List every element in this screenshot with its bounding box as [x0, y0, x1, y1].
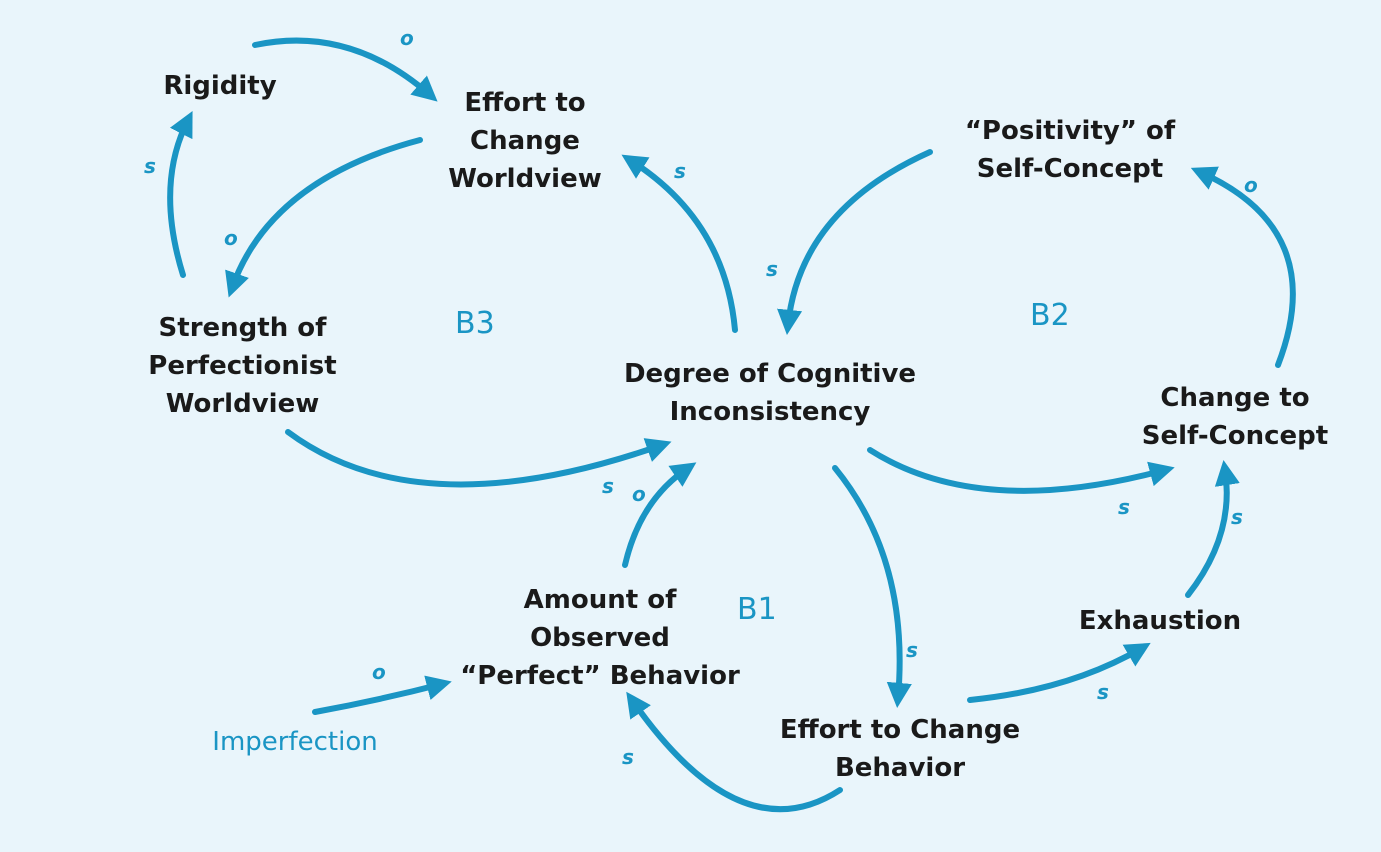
polarity-amount-to-cognitive: o — [632, 482, 646, 506]
arrow-change-to-positivity — [1190, 166, 1296, 368]
node-effort-to-change-worldview: Effort to Change Worldview — [448, 88, 602, 194]
node-rigidity: Rigidity — [163, 71, 277, 101]
polarity-cognitive-to-effort: s — [674, 159, 686, 183]
polarity-positivity-to-cognitive: s — [766, 257, 778, 281]
polarity-strength-to-cognitive: s — [602, 474, 614, 498]
polarity-effort-to-strength: o — [224, 226, 238, 250]
polarity-cognitive-to-effort-behavior: s — [906, 638, 918, 662]
node-strength-of-perfectionist-worldview: Strength of Perfectionist Worldview — [148, 313, 337, 419]
arrow-rigidity-to-effort-worldview — [252, 37, 438, 102]
polarity-strength-to-rigidity: s — [144, 154, 156, 178]
polarity-change-to-positivity: o — [1244, 173, 1258, 197]
loop-label-b1: B1 — [737, 592, 777, 627]
node-amount-of-observed-perfect-behavior: Amount of Observed “Perfect” Behavior — [460, 585, 740, 691]
arrow-positivity-to-cognitive — [777, 149, 933, 336]
node-positivity-of-self-concept: “Positivity” of Self-Concept — [964, 116, 1176, 184]
polarity-imperfection-to-amount: o — [372, 660, 386, 684]
polarity-exhaustion-to-change: s — [1231, 505, 1243, 529]
polarity-effort-behavior-to-amount: s — [622, 745, 634, 769]
arrow-strength-to-rigidity — [167, 111, 193, 278]
arrow-effort-worldview-to-strength — [225, 137, 423, 298]
node-degree-of-cognitive-inconsistency: Degree of Cognitive Inconsistency — [623, 359, 917, 427]
arrow-cognitive-to-change-self-concept — [867, 447, 1175, 494]
node-change-to-self-concept: Change to Self-Concept — [1141, 383, 1329, 451]
loop-label-b2: B2 — [1030, 298, 1070, 333]
polarity-rigidity-to-effort: o — [400, 26, 414, 50]
polarity-cognitive-to-change: s — [1118, 495, 1130, 519]
node-effort-to-change-behavior: Effort to Change Behavior — [779, 715, 1021, 783]
arrow-amount-to-cognitive — [622, 462, 697, 568]
arrow-effort-behavior-to-exhaustion — [967, 642, 1151, 703]
node-exhaustion: Exhaustion — [1078, 606, 1242, 636]
arrow-cognitive-to-effort-worldview — [621, 154, 738, 333]
arrow-strength-to-cognitive — [285, 429, 672, 488]
arrow-effort-behavior-to-amount — [626, 691, 843, 813]
polarity-effort-behavior-to-exhaustion: s — [1097, 680, 1109, 704]
arrow-exhaustion-to-change-self-concept — [1185, 460, 1240, 598]
loop-label-b3: B3 — [455, 306, 495, 341]
arrow-cognitive-to-effort-behavior — [832, 465, 912, 709]
node-imperfection: Imperfection — [212, 727, 378, 757]
arrow-imperfection-to-amount — [312, 675, 452, 715]
